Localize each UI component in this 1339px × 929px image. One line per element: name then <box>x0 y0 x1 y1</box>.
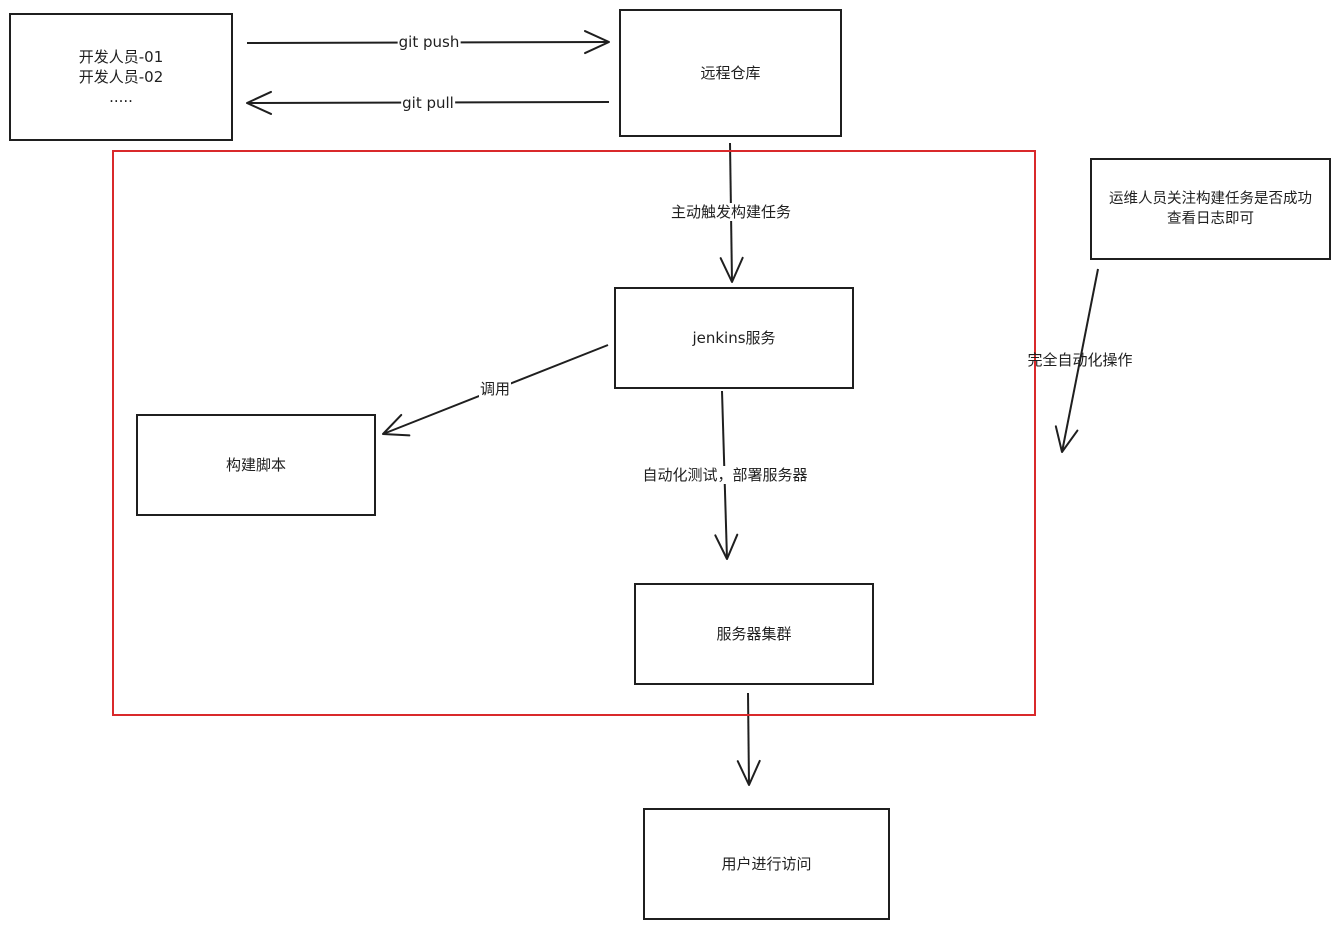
cluster-to-users-arrow <box>736 692 761 786</box>
jenkins-node[interactable]: jenkins服务 <box>614 287 854 389</box>
build-script-node[interactable]: 构建脚本 <box>136 414 376 516</box>
full-automation-label: 完全自动化操作 <box>1027 351 1133 369</box>
invoke-label: 调用 <box>478 380 512 398</box>
test-deploy-label: 自动化测试，部署服务器 <box>641 466 809 484</box>
developers-node[interactable]: 开发人员-01 开发人员-02 ..... <box>9 13 233 141</box>
remote-repo-node[interactable]: 远程仓库 <box>619 9 842 137</box>
user-access-node[interactable]: 用户进行访问 <box>643 808 890 920</box>
server-cluster-node[interactable]: 服务器集群 <box>634 583 874 685</box>
git-pull-label: git pull <box>401 94 455 112</box>
git-push-label: git push <box>397 33 461 51</box>
automation-arrow <box>1054 268 1099 453</box>
trigger-build-label: 主动触发构建任务 <box>669 203 793 221</box>
automation-region <box>112 150 1036 716</box>
ops-note-node[interactable]: 运维人员关注构建任务是否成功 查看日志即可 <box>1090 158 1331 260</box>
